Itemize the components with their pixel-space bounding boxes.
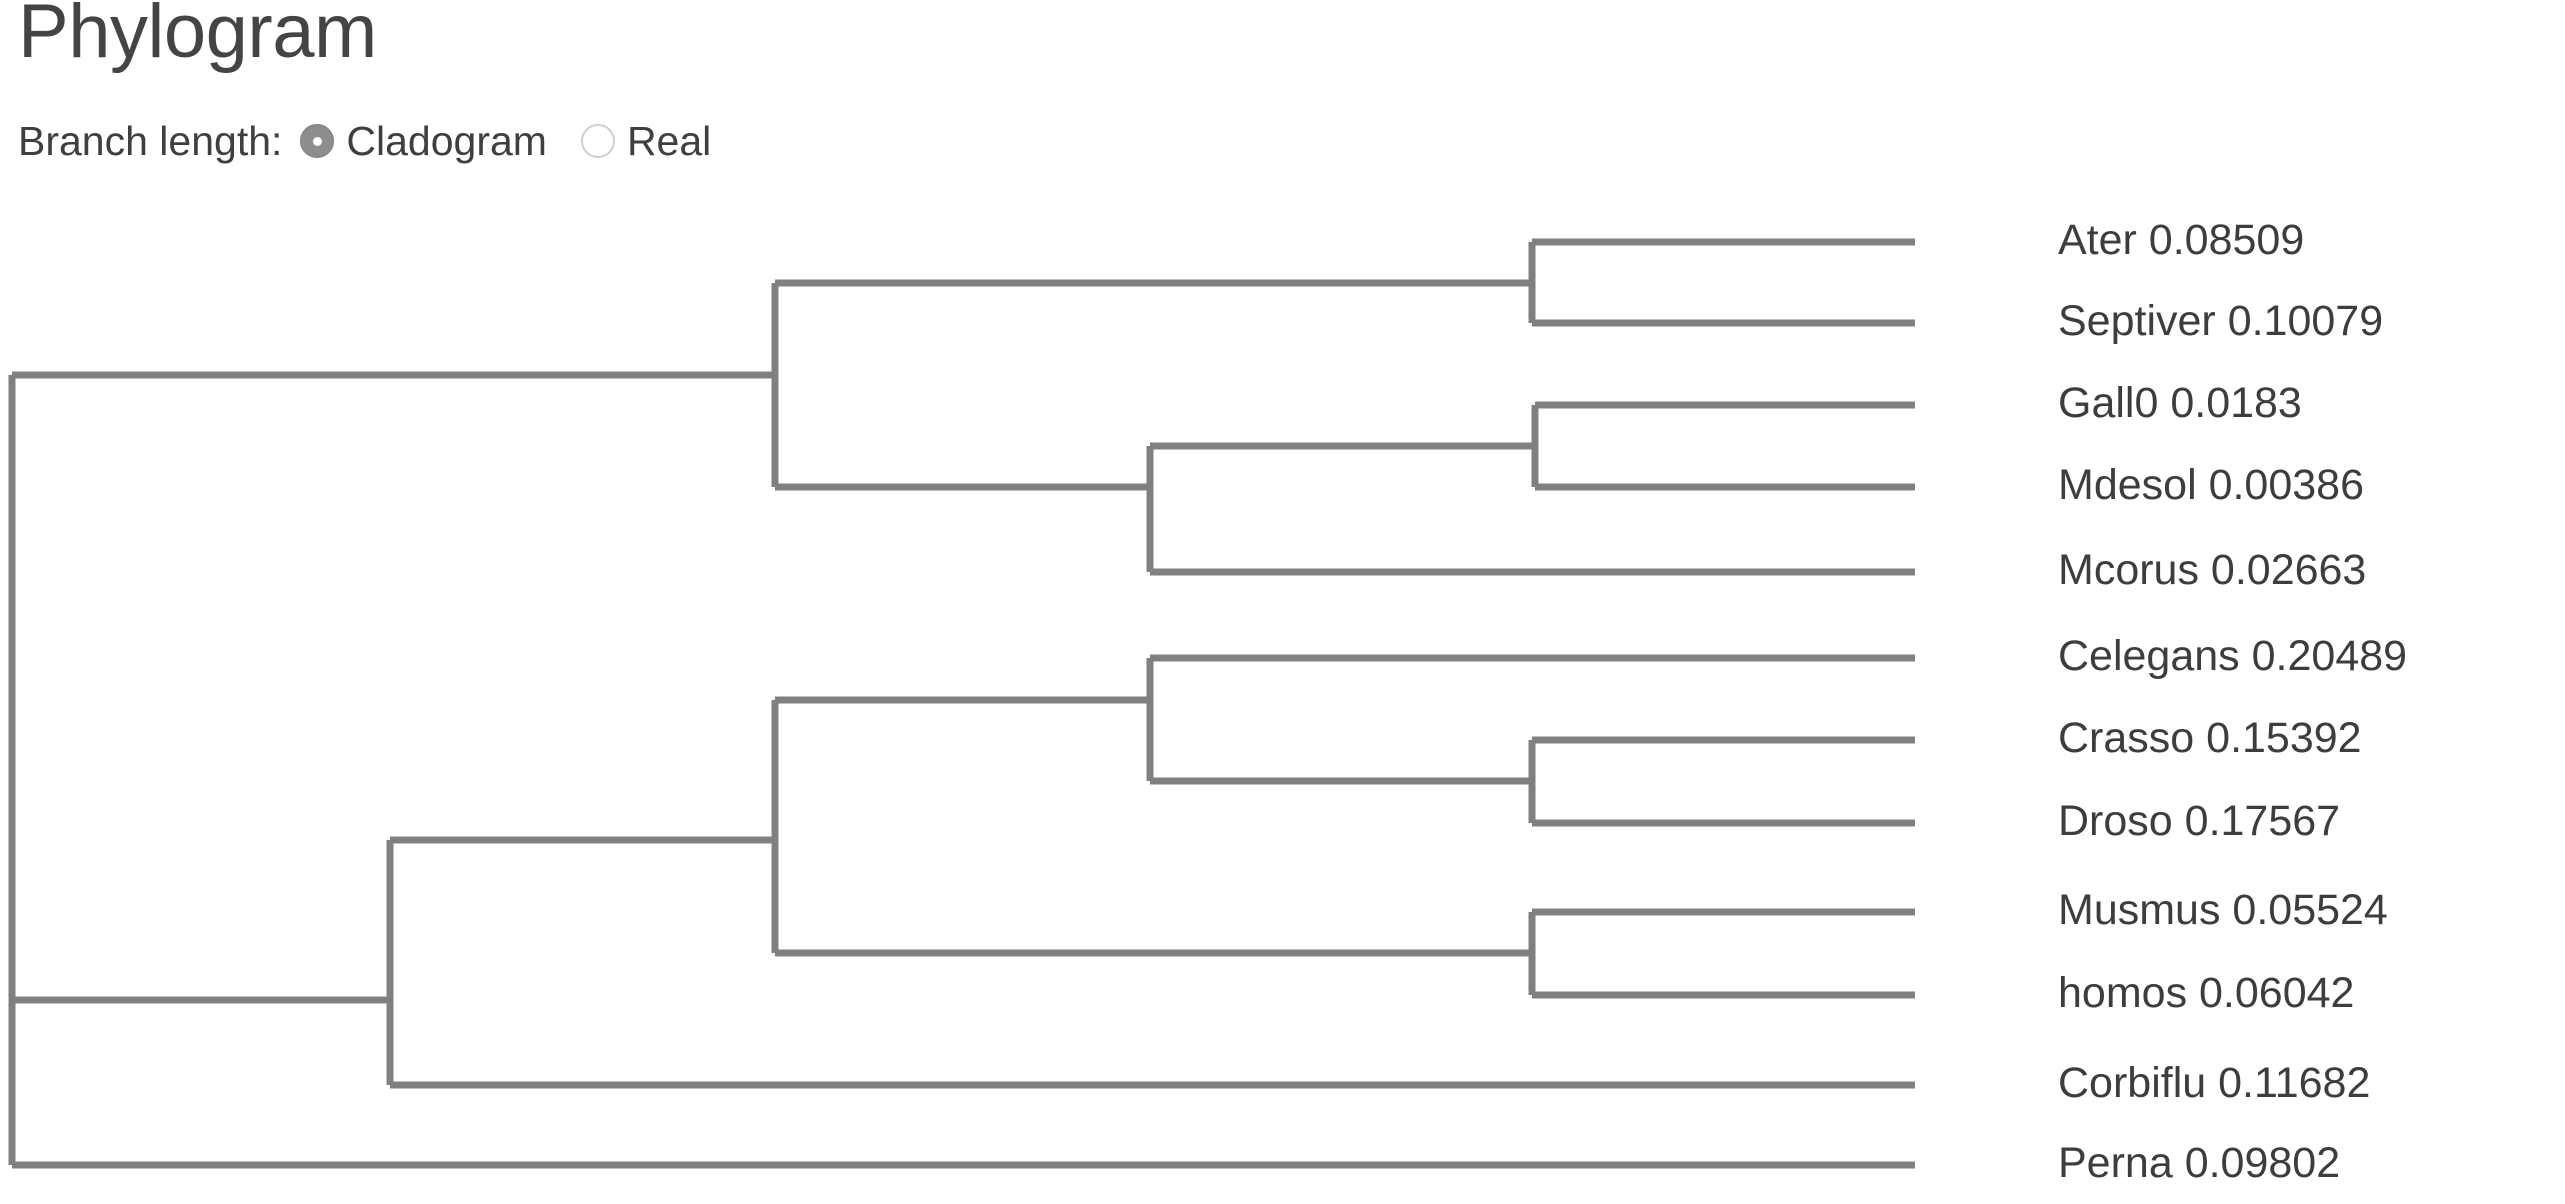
leaf-label: homos 0.06042	[2058, 969, 2355, 1017]
leaf-label: Corbiflu 0.11682	[2058, 1059, 2371, 1107]
leaf-label: Gall0 0.0183	[2058, 379, 2302, 427]
radio-option-real[interactable]: Real	[580, 117, 712, 164]
page-title: Phylogram	[18, 0, 377, 74]
radio-label-real: Real	[626, 117, 712, 164]
radio-button-real-icon[interactable]	[580, 124, 615, 158]
leaf-label: Perna 0.09802	[2058, 1139, 2341, 1187]
leaf-label: Mdesol 0.00386	[2058, 461, 2364, 509]
radio-label-cladogram: Cladogram	[346, 117, 547, 164]
leaf-label: Droso 0.17567	[2058, 797, 2341, 845]
tree-node-group	[8, 242, 1539, 1165]
leaf-label: Mcorus 0.02663	[2058, 546, 2367, 594]
leaf-label: Ater 0.08509	[2058, 216, 2305, 264]
radio-button-cladogram-icon[interactable]	[300, 124, 335, 158]
branch-length-label: Branch length:	[18, 117, 283, 164]
radio-option-cladogram[interactable]: Cladogram	[300, 117, 547, 164]
leaf-label: Musmus 0.05524	[2058, 886, 2388, 934]
branch-length-control: Branch length: Cladogram Real	[18, 118, 745, 164]
leaf-label: Septiver 0.10079	[2058, 297, 2384, 345]
leaf-label: Crasso 0.15392	[2058, 714, 2362, 762]
leaf-label: Celegans 0.20489	[2058, 632, 2408, 680]
tree-branch-group	[12, 238, 1915, 1169]
